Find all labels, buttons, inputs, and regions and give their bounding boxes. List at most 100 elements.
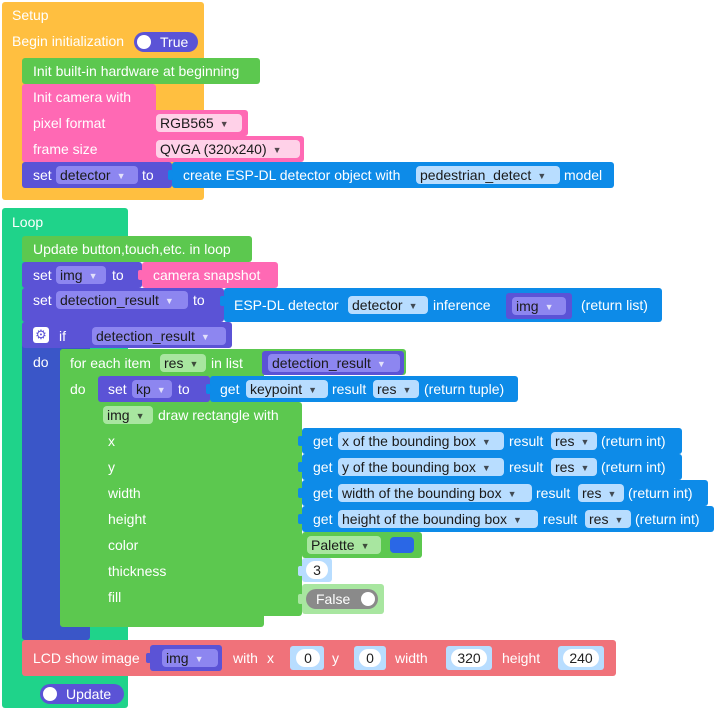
set-keyword: set	[33, 167, 52, 183]
begin-init-label: Begin initialization	[12, 33, 125, 49]
draw-img-dropdown[interactable]: img▼	[103, 406, 153, 424]
width-res-value: res	[582, 485, 602, 501]
model-suffix: model	[564, 167, 603, 183]
dropdown-arrow-icon: ▼	[580, 437, 590, 447]
do-keyword: do	[33, 354, 49, 370]
update-value: Update	[66, 686, 112, 702]
lcd-title: LCD show image	[33, 650, 140, 666]
keypoint-dropdown[interactable]: keypoint▼	[246, 380, 328, 398]
img-var-dropdown[interactable]: img▼	[56, 266, 106, 284]
camera-snapshot-block[interactable]	[142, 262, 278, 288]
color-swatch[interactable]	[390, 537, 414, 553]
pixel-format-value: RGB565	[160, 115, 214, 131]
palette-dropdown[interactable]: Palette ▼	[307, 536, 381, 554]
height-return-label: (return int)	[635, 511, 700, 527]
kp-var-value: kp	[136, 381, 151, 397]
dropdown-arrow-icon: ▼	[537, 171, 547, 181]
gear-icon[interactable]: ⚙	[33, 327, 49, 343]
connector-tab	[298, 488, 303, 498]
lcd-x-label: x	[267, 650, 274, 666]
connector-tab	[220, 296, 225, 306]
begin-init-toggle[interactable]: True	[134, 32, 198, 52]
init-hardware-block[interactable]	[22, 58, 260, 84]
thickness-input[interactable]: 3	[306, 561, 328, 579]
dropdown-arrow-icon: ▼	[116, 171, 126, 181]
draw-width-label: width	[108, 485, 141, 501]
inference-return-label: (return list)	[581, 297, 648, 313]
dropdown-arrow-icon: ▼	[200, 332, 210, 342]
frame-size-dropdown[interactable]: QVGA (320x240)▼	[156, 140, 300, 158]
result-keyword: result	[509, 459, 544, 475]
x-res-dropdown[interactable]: res▼	[551, 432, 597, 450]
dropdown-arrow-icon: ▼	[360, 541, 370, 551]
width-res-dropdown[interactable]: res▼	[578, 484, 624, 502]
foreach-item-value: res	[164, 355, 184, 371]
update-button-block[interactable]	[22, 236, 252, 262]
foreach-list-dropdown[interactable]: detection_result▼	[268, 354, 400, 372]
to-keyword: to	[142, 167, 154, 183]
width-return-label: (return int)	[628, 485, 693, 501]
update-toggle[interactable]: Update	[40, 684, 124, 704]
dropdown-arrow-icon: ▼	[513, 515, 522, 525]
bbox-y-dropdown[interactable]: y of the bounding box ▼	[338, 458, 504, 476]
connector-tab	[298, 462, 303, 472]
dropdown-arrow-icon: ▼	[481, 463, 491, 473]
img-var-value: img	[60, 267, 83, 283]
detector-var-value: detector	[60, 167, 111, 183]
detector-var-dropdown[interactable]: detector ▼	[56, 166, 138, 184]
model-dropdown[interactable]: pedestrian_detect ▼	[416, 166, 560, 184]
if-condition-dropdown[interactable]: detection_result▼	[92, 327, 226, 345]
lcd-height-label: height	[502, 650, 541, 666]
inference-img-value: img	[516, 298, 539, 314]
dropdown-arrow-icon: ▼	[189, 359, 199, 369]
draw-rectangle-block[interactable]	[98, 402, 302, 616]
fill-toggle[interactable]: False	[306, 589, 378, 609]
detector-value: detector	[352, 297, 403, 313]
get-keyword: get	[313, 433, 333, 449]
model-value: pedestrian_detect	[420, 167, 532, 183]
dropdown-arrow-icon: ▼	[580, 463, 590, 473]
lcd-x-input[interactable]: 0	[296, 649, 320, 667]
bbox-x-dropdown[interactable]: x of the bounding box▼	[338, 432, 504, 450]
get-keyword: get	[220, 381, 240, 397]
lcd-with-label: with	[233, 650, 258, 666]
bbox-y-value: y of the bounding box	[342, 459, 476, 475]
height-res-dropdown[interactable]: res▼	[585, 510, 631, 528]
detector-dropdown[interactable]: detector▼	[348, 296, 428, 314]
kp-var-dropdown[interactable]: kp▼	[132, 380, 172, 398]
connector-tab	[298, 514, 303, 524]
dropdown-arrow-icon: ▼	[308, 385, 318, 395]
connector-tab	[298, 436, 303, 446]
pixel-format-dropdown[interactable]: RGB565▼	[156, 114, 242, 132]
foreach-item-dropdown[interactable]: res ▼	[160, 354, 206, 372]
inference-block[interactable]	[224, 288, 662, 322]
palette-value: Palette	[311, 537, 355, 553]
kp-res-dropdown[interactable]: res▼	[373, 380, 419, 398]
lcd-height-input[interactable]: 240	[563, 649, 599, 667]
dropdown-arrow-icon: ▼	[544, 302, 554, 312]
lcd-img-dropdown[interactable]: img▼	[162, 649, 218, 667]
connector-tab	[168, 170, 173, 180]
height-res-value: res	[589, 511, 609, 527]
draw-fill-label: fill	[108, 589, 122, 605]
bbox-width-dropdown[interactable]: width of the bounding box▼	[338, 484, 532, 502]
setup-title: Setup	[12, 7, 49, 23]
toggle-knob-icon	[137, 35, 151, 49]
draw-y-label: y	[108, 459, 115, 475]
lcd-y-input[interactable]: 0	[359, 649, 381, 667]
to-keyword: to	[112, 267, 124, 283]
inference-img-dropdown[interactable]: img ▼	[512, 297, 566, 315]
inference-label: inference	[433, 297, 491, 313]
foreach-keyword: for each item	[70, 355, 151, 371]
connector-tab	[298, 566, 303, 576]
update-button-label: Update button,touch,etc. in loop	[33, 241, 231, 257]
camera-snapshot-label: camera snapshot	[153, 267, 261, 283]
lcd-width-input[interactable]: 320	[451, 649, 487, 667]
set-keyword: set	[33, 292, 52, 308]
create-detector-label: create ESP-DL detector object with	[183, 167, 401, 183]
loop-title: Loop	[12, 214, 44, 230]
bbox-height-dropdown[interactable]: height of the bounding box▼	[338, 510, 538, 528]
detection-result-var-dropdown[interactable]: detection_result▼	[56, 291, 188, 309]
to-keyword: to	[193, 292, 205, 308]
y-res-dropdown[interactable]: res▼	[551, 458, 597, 476]
